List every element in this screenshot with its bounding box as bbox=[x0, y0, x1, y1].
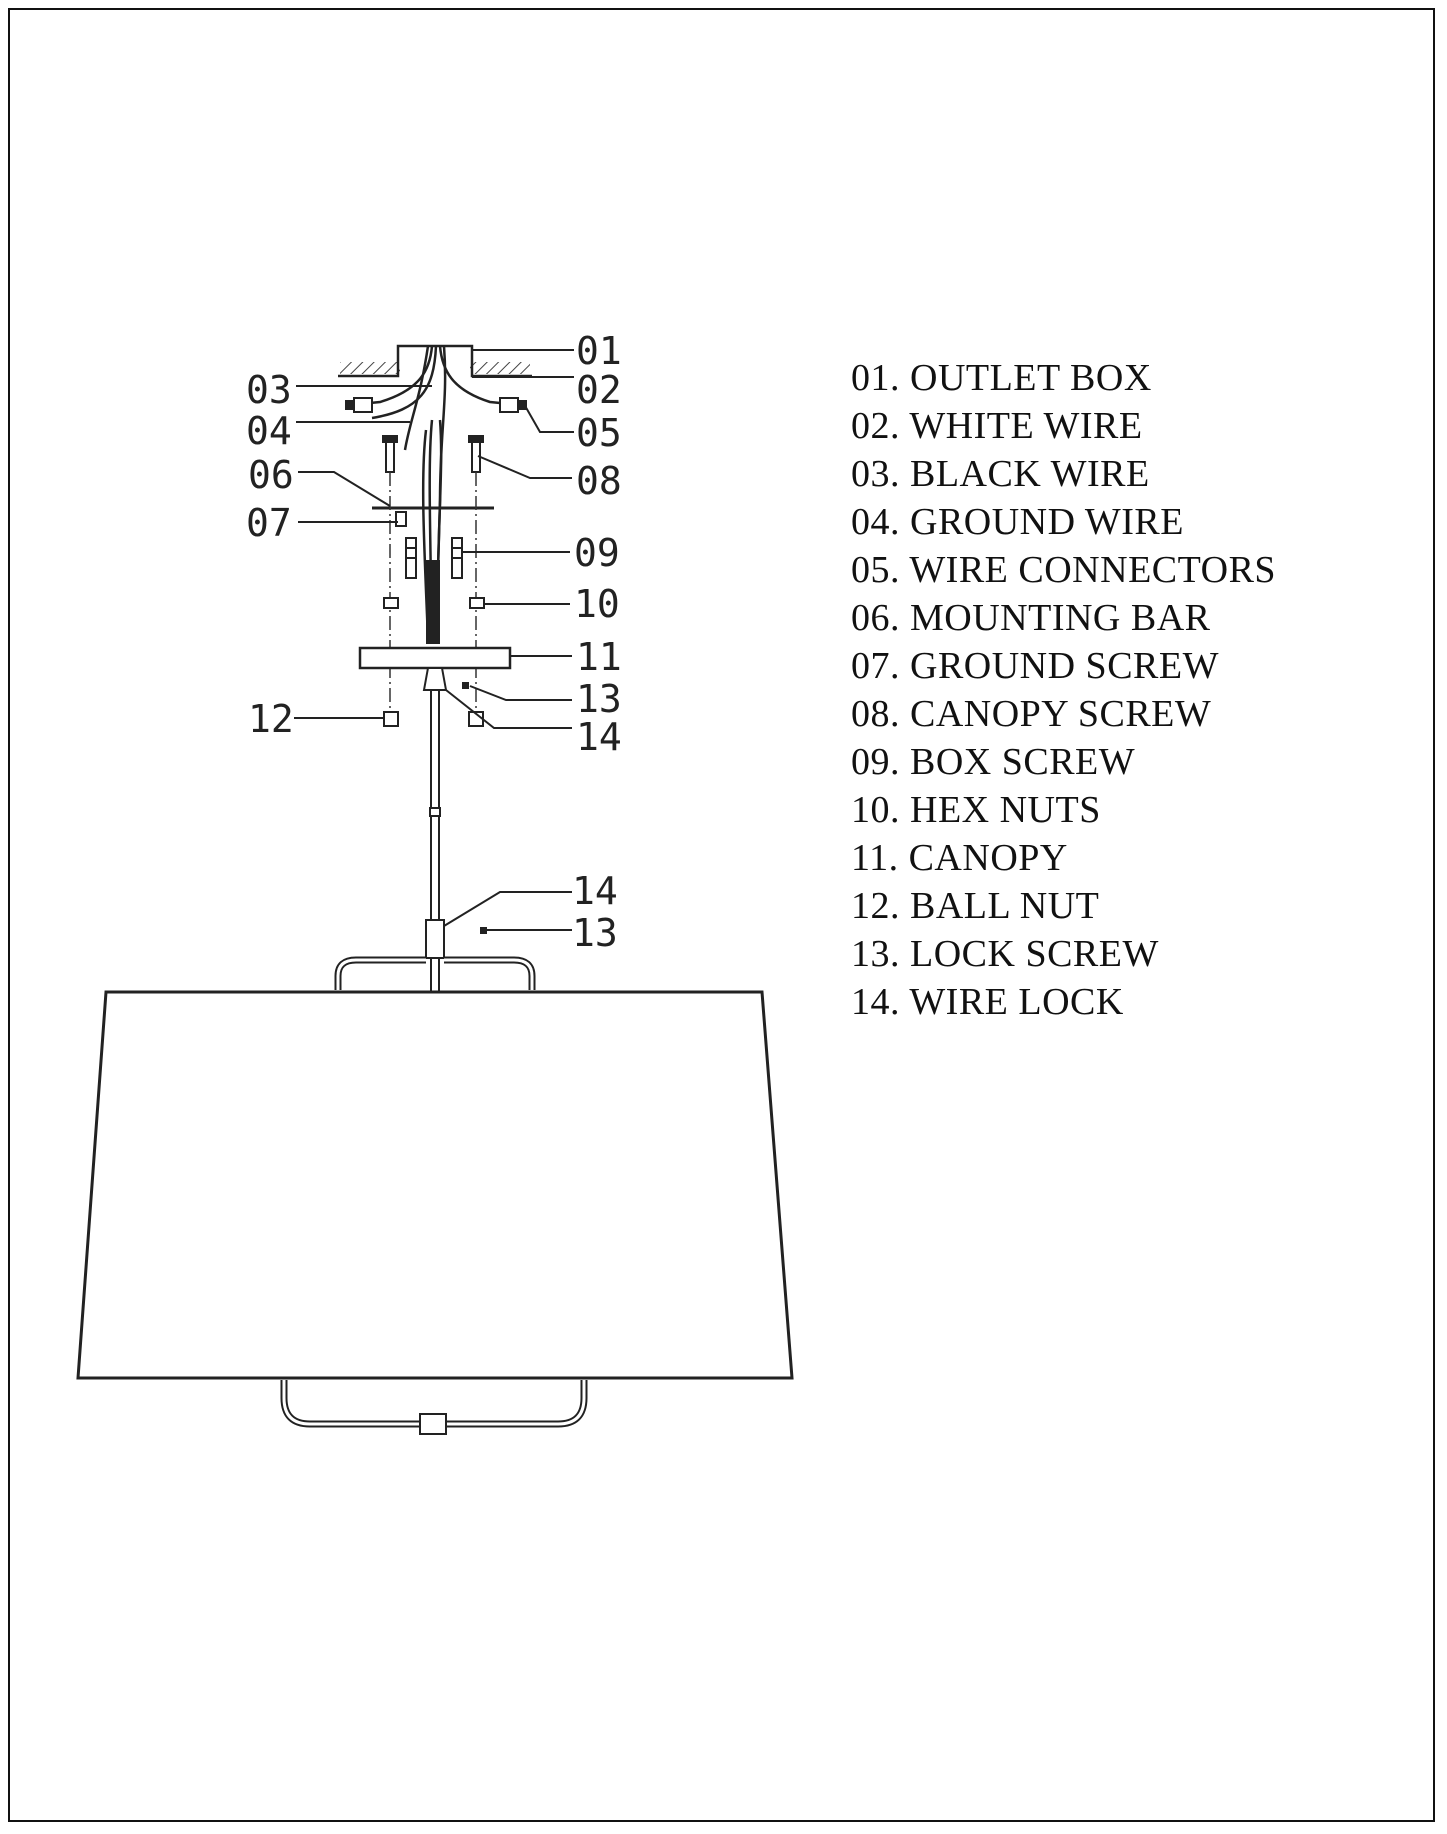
canopy bbox=[358, 646, 512, 670]
callout-10: 10 bbox=[574, 582, 620, 626]
parts-legend: 01. OUTLET BOX 02. WHITE WIRE 03. BLACK … bbox=[851, 354, 1276, 1026]
ground-screw bbox=[395, 511, 407, 527]
legend-item-canopy-screw: 08. CANOPY SCREW bbox=[851, 693, 1212, 735]
legend-item-ground-screw: 07. GROUND SCREW bbox=[851, 645, 1219, 687]
wire-connectors bbox=[345, 397, 527, 413]
callout-12: 12 bbox=[248, 697, 294, 741]
callout-04: 04 bbox=[246, 409, 292, 453]
callout-01: 01 bbox=[576, 329, 622, 373]
legend-item-wire-connectors: 05. WIRE CONNECTORS bbox=[851, 549, 1277, 591]
callout-02: 02 bbox=[576, 368, 622, 412]
callout-05: 05 bbox=[576, 411, 622, 455]
callout-13-top: 13 bbox=[576, 677, 622, 721]
legend-item-black-wire: 03. BLACK WIRE bbox=[851, 453, 1150, 495]
legend-item-hex-nuts: 10. HEX NUTS bbox=[851, 789, 1101, 831]
callout-14-bottom: 14 bbox=[572, 869, 618, 913]
top-frame-inner bbox=[336, 958, 534, 990]
legend-item-lock-screw: 13. LOCK SCREW bbox=[851, 933, 1159, 975]
box-screws bbox=[405, 537, 463, 579]
legend-item-box-screw: 09. BOX SCREW bbox=[851, 741, 1136, 783]
legend-item-white-wire: 02. WHITE WIRE bbox=[851, 405, 1143, 447]
legend-item-ground-wire: 04. GROUND WIRE bbox=[851, 501, 1184, 543]
callout-13-bottom: 13 bbox=[572, 911, 618, 955]
legend-item-outlet-box: 01. OUTLET BOX bbox=[851, 357, 1152, 399]
ball-nuts bbox=[383, 711, 484, 727]
bottom-frame-joint bbox=[419, 1413, 447, 1435]
callout-06: 06 bbox=[248, 453, 294, 497]
callout-07: 07 bbox=[246, 501, 292, 545]
canopy-screws bbox=[382, 435, 484, 473]
canopy-collar bbox=[422, 667, 448, 691]
lamp-shade bbox=[76, 990, 794, 1380]
wire-lock bbox=[425, 919, 445, 959]
suspension-rod bbox=[429, 690, 441, 920]
alignment-lines bbox=[389, 472, 477, 712]
callout-08: 08 bbox=[576, 459, 622, 503]
callout-14-top: 14 bbox=[576, 715, 622, 759]
leader-lines bbox=[294, 349, 574, 931]
legend-item-wire-lock: 14. WIRE LOCK bbox=[851, 981, 1124, 1023]
lock-screw-bottom bbox=[480, 927, 487, 934]
callout-11: 11 bbox=[576, 635, 622, 679]
legend-item-mounting-bar: 06. MOUNTING BAR bbox=[851, 597, 1211, 639]
wire-bundle bbox=[426, 560, 440, 644]
page-border bbox=[8, 8, 1435, 1822]
legend-item-ball-nut: 12. BALL NUT bbox=[851, 885, 1100, 927]
lock-screw-top bbox=[462, 682, 469, 689]
ceiling bbox=[340, 362, 530, 374]
legend-item-canopy: 11. CANOPY bbox=[851, 837, 1068, 879]
callout-03: 03 bbox=[246, 368, 292, 412]
top-frame bbox=[334, 956, 536, 990]
callout-09: 09 bbox=[574, 531, 620, 575]
callouts: 01 02 03 04 05 06 07 08 09 10 11 12 13 1… bbox=[246, 329, 622, 955]
